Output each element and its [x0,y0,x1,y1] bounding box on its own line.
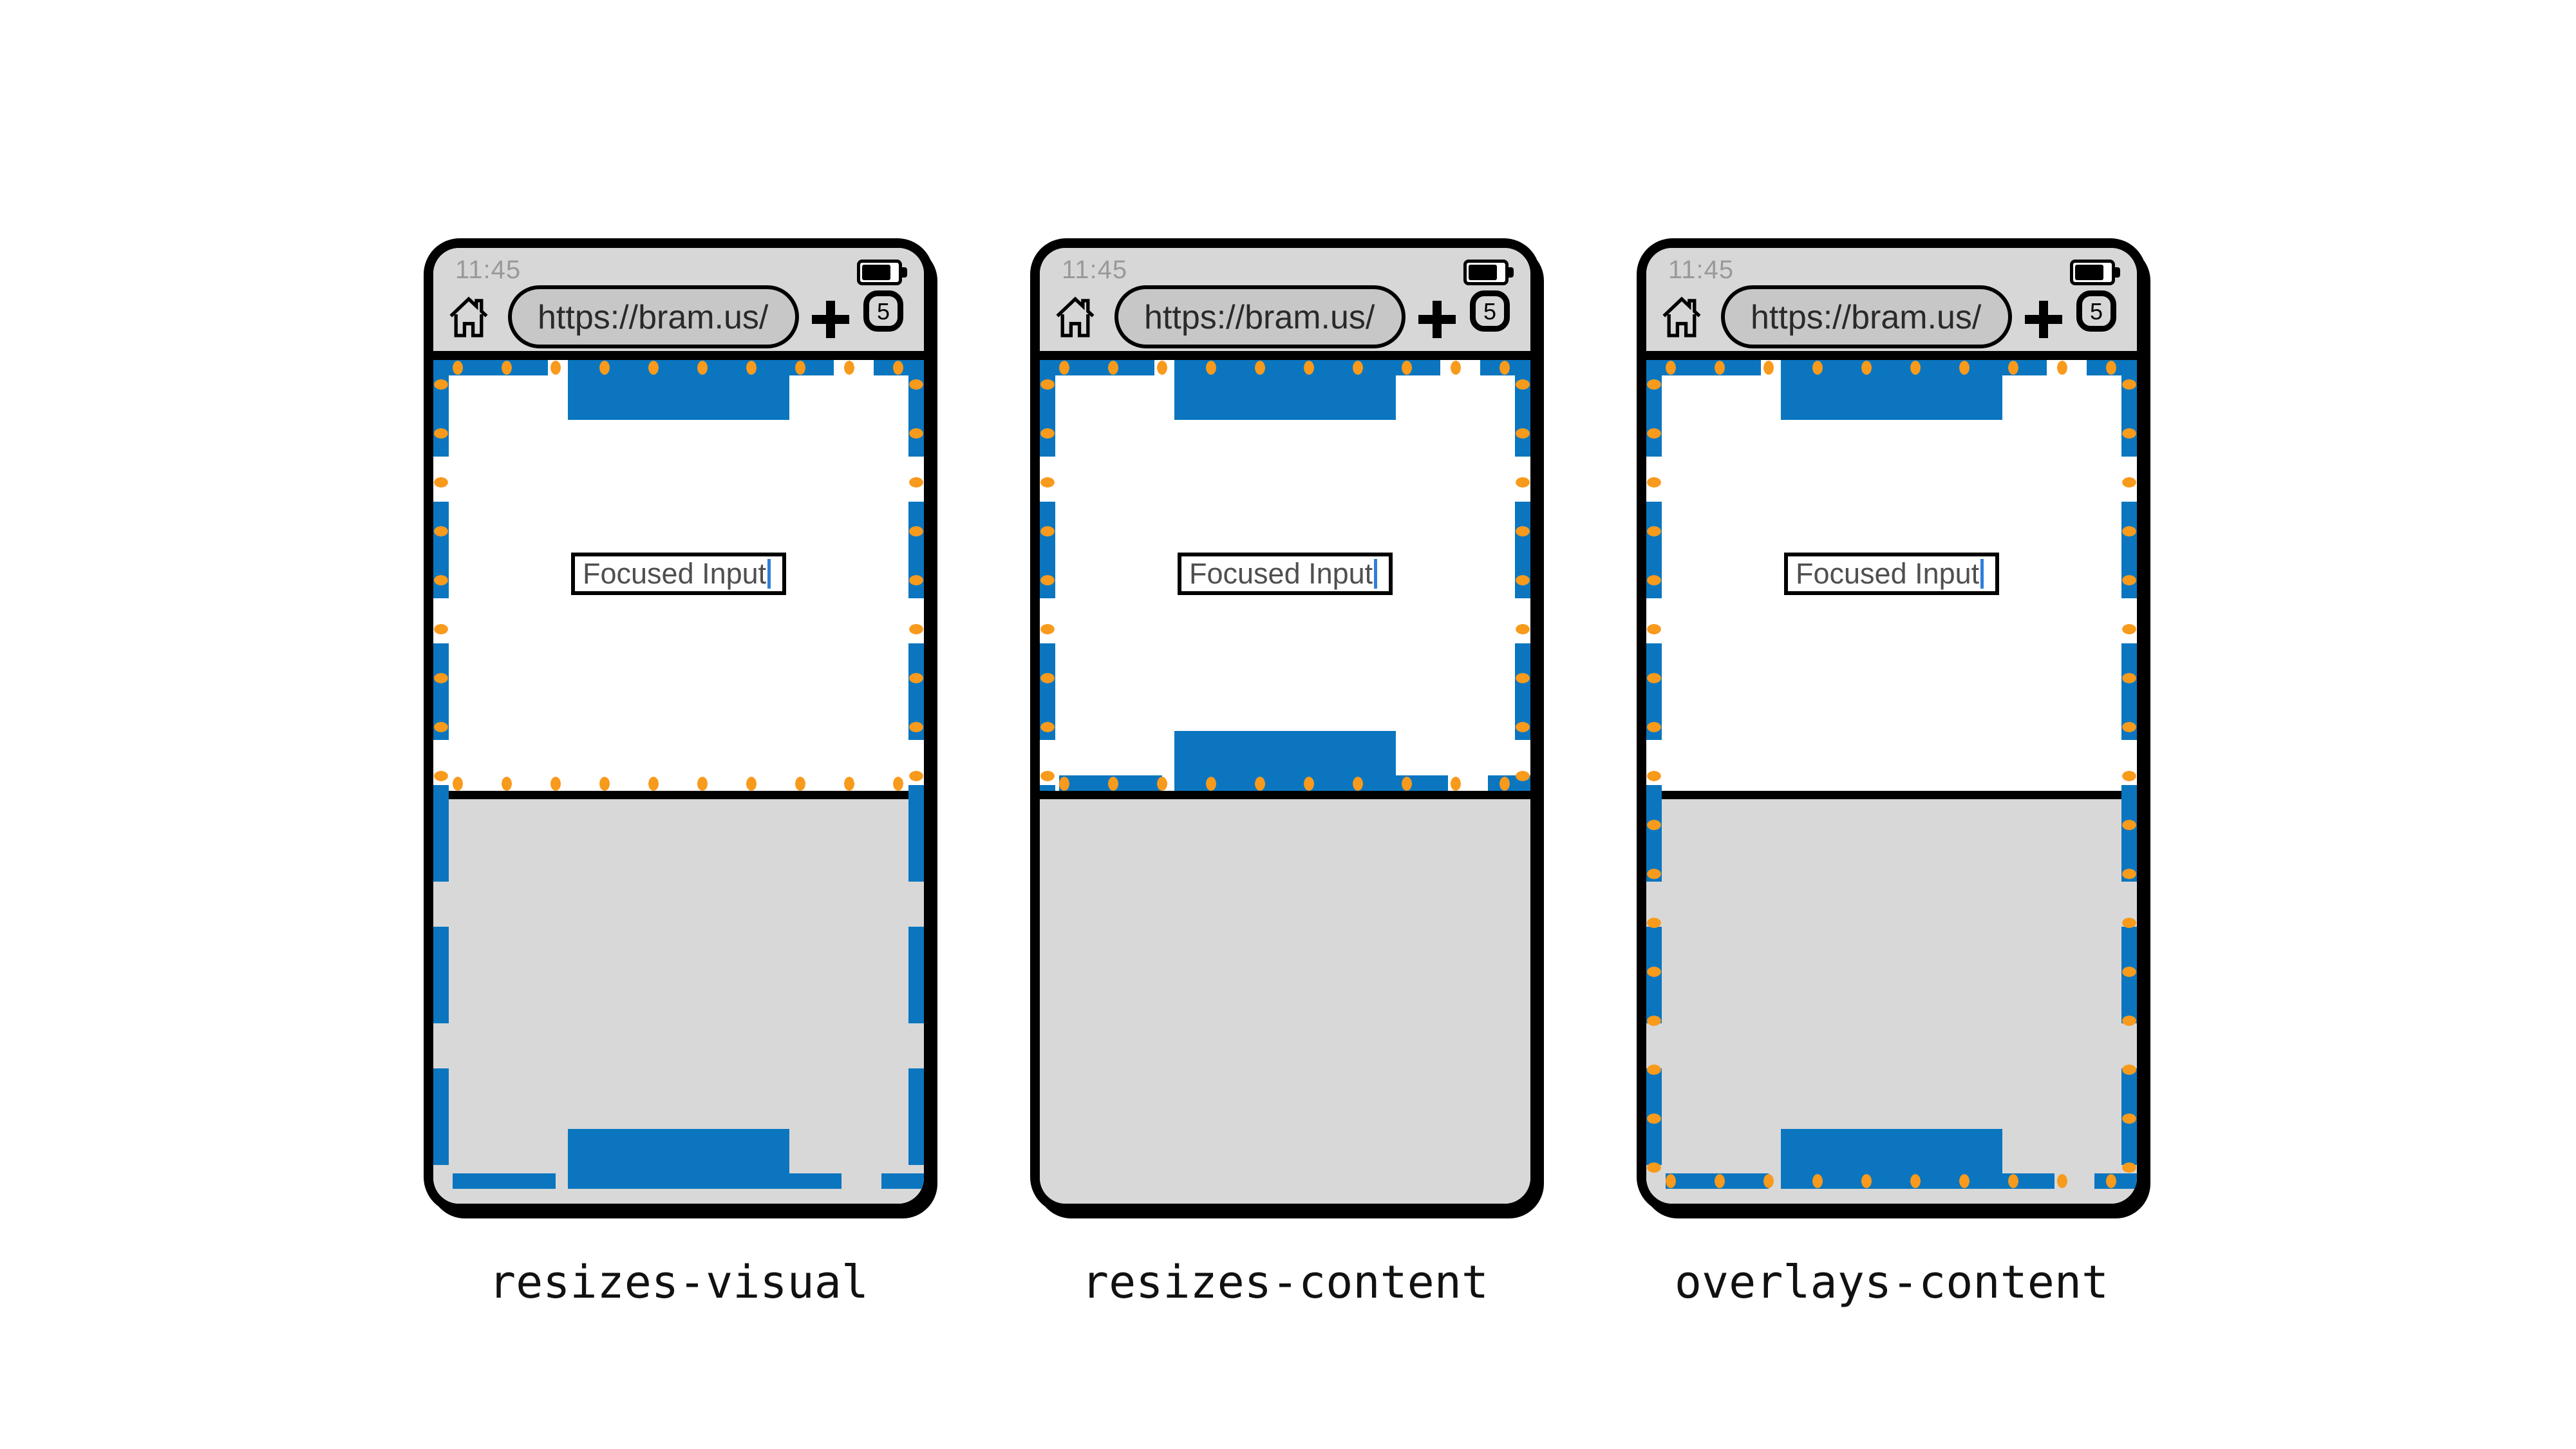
caption-resizes-content: resizes-content [1081,1256,1489,1309]
tab-count: 5 [876,298,890,325]
visual-viewport-right-dots [1515,360,1530,791]
battery-nub [902,267,907,278]
battery-nub [2115,267,2120,278]
focused-text-input[interactable]: Focused Input [571,553,786,595]
home-icon[interactable] [1660,292,1703,342]
browser-chrome: 11:45 https://bram.us/ 5 [433,248,924,360]
visual-viewport-top-dots [1646,360,2137,375]
tab-counter-button[interactable]: 5 [2076,290,2116,332]
caption-resizes-visual: resizes-visual [488,1256,869,1309]
battery-icon [2070,260,2120,285]
phone-mockup-resizes-content: Focused Input 11:45 https://bram.us/ [1030,238,1540,1213]
tab-counter-button[interactable]: 5 [1470,290,1510,332]
visual-viewport-right-dots [2121,360,2137,1189]
status-time: 11:45 [1668,256,1735,284]
url-text: https://bram.us/ [538,299,769,336]
text-caret [1374,559,1378,589]
new-tab-plus-icon[interactable] [1418,301,1456,338]
battery-fill [2075,265,2103,280]
phone-mockup-resizes-visual: Focused Input 11:45 https://bram.us/ [424,238,934,1213]
url-bar[interactable]: https://bram.us/ [1114,285,1406,348]
tab-counter-button[interactable]: 5 [863,290,903,332]
phone-screen: Focused Input 11:45 https://bram.us/ [1040,248,1530,1204]
text-caret [767,559,771,589]
url-text: https://bram.us/ [1144,299,1375,336]
home-icon[interactable] [447,292,490,342]
tab-count: 5 [2089,298,2103,325]
visual-viewport-bottom-dots [433,776,924,791]
status-time: 11:45 [455,256,522,284]
battery-icon [1463,260,1514,285]
input-value: Focused Input [1189,557,1373,590]
input-value: Focused Input [583,557,767,590]
virtual-keyboard-area [1040,791,1530,1204]
visual-viewport-top-dots [1040,360,1530,375]
caption-overlays-content: overlays-content [1674,1256,2109,1309]
url-bar[interactable]: https://bram.us/ [508,285,799,348]
visual-viewport-top-dots [433,360,924,375]
fixed-footer-block [568,1129,789,1189]
visual-viewport-bottom-dots [1040,776,1530,791]
phone-mockup-overlays-content: Focused Input 11:45 https://bram.us/ [1637,238,2147,1213]
battery-fill [862,265,890,280]
browser-chrome: 11:45 https://bram.us/ 5 [1040,248,1530,360]
browser-chrome: 11:45 https://bram.us/ 5 [1646,248,2137,360]
tab-count: 5 [1483,298,1497,325]
text-caret [1980,559,1984,589]
visual-viewport-left-dots [1040,360,1055,791]
visual-viewport-left-dots [1646,360,1662,1189]
battery-nub [1509,267,1514,278]
focused-text-input[interactable]: Focused Input [1178,553,1393,595]
focused-text-input[interactable]: Focused Input [1784,553,1999,595]
url-bar[interactable]: https://bram.us/ [1721,285,2012,348]
input-value: Focused Input [1796,557,1980,590]
battery-fill [1469,265,1497,280]
phone-screen: Focused Input 11:45 https://bram.us/ [1646,248,2137,1204]
new-tab-plus-icon[interactable] [812,301,849,338]
visual-viewport-left-dots [433,360,449,791]
url-text: https://bram.us/ [1751,299,1982,336]
visual-viewport-bottom-dots [1646,1173,2137,1189]
phone-screen: Focused Input 11:45 https://bram.us/ [433,248,924,1204]
visual-viewport-right-dots [908,360,924,791]
status-time: 11:45 [1062,256,1128,284]
new-tab-plus-icon[interactable] [2025,301,2062,338]
battery-icon [857,260,907,285]
home-icon[interactable] [1054,292,1096,342]
